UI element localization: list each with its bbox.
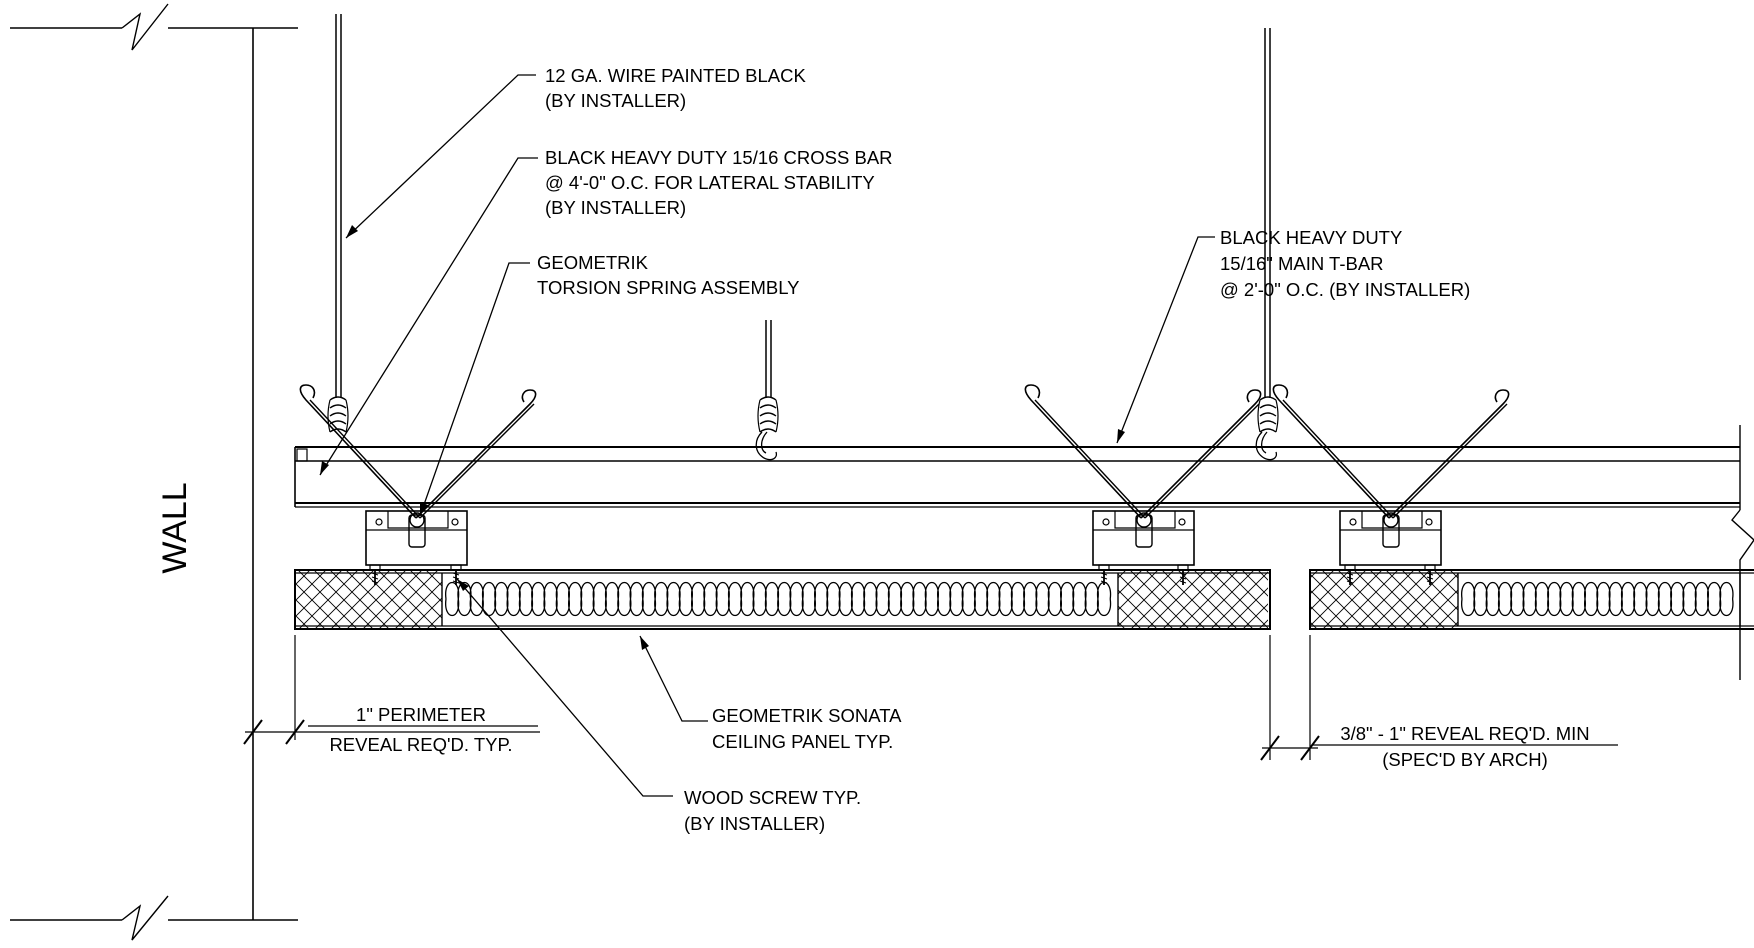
wall-label: WALL xyxy=(156,482,194,573)
ceiling-panel-right xyxy=(1309,569,1754,630)
callout-torsion-line1: GEOMETRIK xyxy=(537,252,649,273)
callout-panel: GEOMETRIK SONATA CEILING PANEL TYP. xyxy=(712,705,902,752)
dimension-reveal-line1: 3/8" - 1" REVEAL REQ'D. MIN xyxy=(1340,723,1589,744)
ceiling-panel-left xyxy=(294,569,1271,630)
callout-main-tbar-line2: 15/16" MAIN T-BAR xyxy=(1220,253,1384,274)
main-t-bar xyxy=(294,425,1754,680)
callout-main-tbar-line1: BLACK HEAVY DUTY xyxy=(1220,227,1402,248)
torsion-spring-assembly-2 xyxy=(1024,384,1262,566)
callout-panel-line2: CEILING PANEL TYP. xyxy=(712,731,893,752)
callout-panel-line1: GEOMETRIK SONATA xyxy=(712,705,902,726)
hanger-wires xyxy=(335,14,1271,398)
leader-lines xyxy=(319,74,1215,797)
torsion-spring-assembly-1 xyxy=(299,384,537,566)
callout-screw-line1: WOOD SCREW TYP. xyxy=(684,787,861,808)
dimension-perimeter-line2: REVEAL REQ'D. TYP. xyxy=(329,734,512,755)
dimension-perimeter: 1" PERIMETER REVEAL REQ'D. TYP. xyxy=(243,635,540,755)
callout-screw: WOOD SCREW TYP. (BY INSTALLER) xyxy=(684,787,861,834)
wall: WALL xyxy=(10,3,298,941)
callout-main-tbar: BLACK HEAVY DUTY 15/16" MAIN T-BAR @ 2'-… xyxy=(1220,227,1470,300)
callout-wire: 12 GA. WIRE PAINTED BLACK (BY INSTALLER) xyxy=(545,65,806,111)
callout-cross-bar: BLACK HEAVY DUTY 15/16 CROSS BAR @ 4'-0"… xyxy=(545,147,893,218)
callout-torsion-line2: TORSION SPRING ASSEMBLY xyxy=(537,277,800,298)
wood-screws xyxy=(369,564,1436,585)
callout-torsion: GEOMETRIK TORSION SPRING ASSEMBLY xyxy=(537,252,800,298)
callout-wire-line1: 12 GA. WIRE PAINTED BLACK xyxy=(545,65,806,86)
dimension-reveal-line2: (SPEC'D BY ARCH) xyxy=(1382,749,1548,770)
callout-cross-bar-line3: (BY INSTALLER) xyxy=(545,197,686,218)
callout-cross-bar-line2: @ 4'-0" O.C. FOR LATERAL STABILITY xyxy=(545,172,875,193)
callout-screw-line2: (BY INSTALLER) xyxy=(684,813,825,834)
wire-twists xyxy=(327,396,1279,461)
torsion-spring-assembly-3 xyxy=(1272,384,1510,566)
callout-cross-bar-line1: BLACK HEAVY DUTY 15/16 CROSS BAR xyxy=(545,147,893,168)
dimension-perimeter-line1: 1" PERIMETER xyxy=(356,704,486,725)
callout-wire-line2: (BY INSTALLER) xyxy=(545,90,686,111)
dimension-reveal: 3/8" - 1" REVEAL REQ'D. MIN (SPEC'D BY A… xyxy=(1260,635,1618,770)
callout-main-tbar-line3: @ 2'-0" O.C. (BY INSTALLER) xyxy=(1220,279,1470,300)
